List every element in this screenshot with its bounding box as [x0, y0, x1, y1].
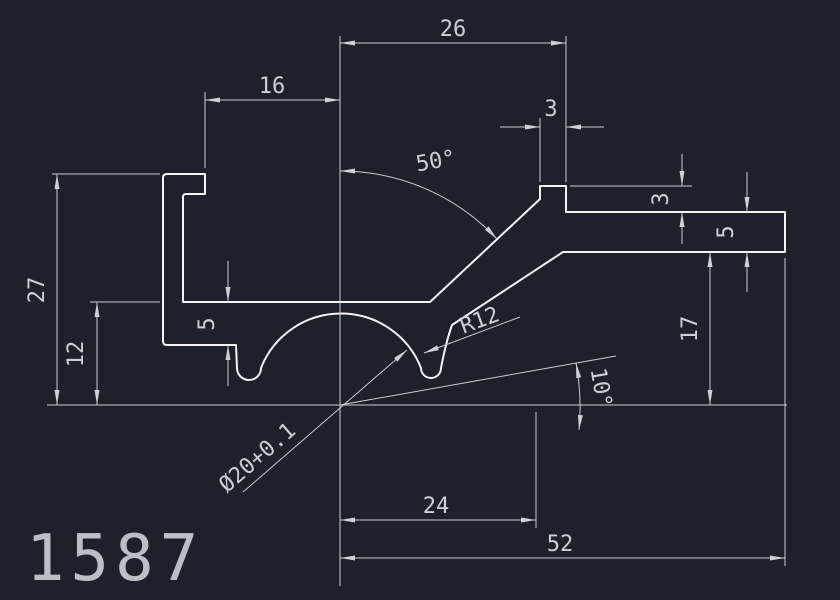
- dim-slope-angle: 50°: [339, 146, 498, 240]
- dim-bore-diameter-label: Ø20+0.1: [215, 418, 301, 498]
- dim-bore-diameter: Ø20+0.1: [215, 349, 408, 498]
- part-number: 1587: [26, 522, 204, 596]
- dim-left-tab-width-label: 16: [259, 74, 286, 99]
- dim-fillet-radius-label: R12: [457, 302, 503, 339]
- dim-tab-width: 3: [500, 97, 604, 182]
- dim-web-height: 12: [64, 301, 160, 405]
- dim-web-height-label: 12: [64, 341, 89, 368]
- dim-bar-thickness: 5: [714, 172, 750, 292]
- dim-overall-width-label: 52: [547, 532, 574, 557]
- dim-tab-width-label: 3: [544, 97, 557, 122]
- dim-left-tab-width: 16: [204, 74, 340, 168]
- dim-web-thickness: 5: [195, 261, 231, 386]
- dim-bar-bottom-height-label: 17: [678, 316, 703, 343]
- dim-base-width-label: 24: [423, 494, 450, 519]
- dim-overall-height-label: 27: [25, 277, 50, 304]
- dim-top-width-label: 26: [440, 17, 467, 42]
- dim-base-angle: 10°: [339, 355, 617, 431]
- dim-slope-angle-label: 50°: [414, 146, 457, 178]
- dim-base-angle-label: 10°: [585, 366, 617, 409]
- dim-overall-height: 27: [25, 173, 160, 405]
- dim-bar-bottom-height: 17: [678, 252, 713, 405]
- profile-outline: [162, 173, 786, 381]
- dim-fillet-radius: R12: [423, 302, 521, 354]
- dim-base-width: 24: [340, 412, 537, 528]
- dim-tab-height: 3: [570, 154, 692, 244]
- dim-top-width: 26: [340, 17, 567, 182]
- dim-web-thickness-label: 5: [195, 317, 220, 330]
- dim-tab-height-label: 3: [649, 192, 674, 205]
- dim-overall-width: 52: [340, 258, 786, 566]
- dim-bar-thickness-label: 5: [714, 225, 739, 238]
